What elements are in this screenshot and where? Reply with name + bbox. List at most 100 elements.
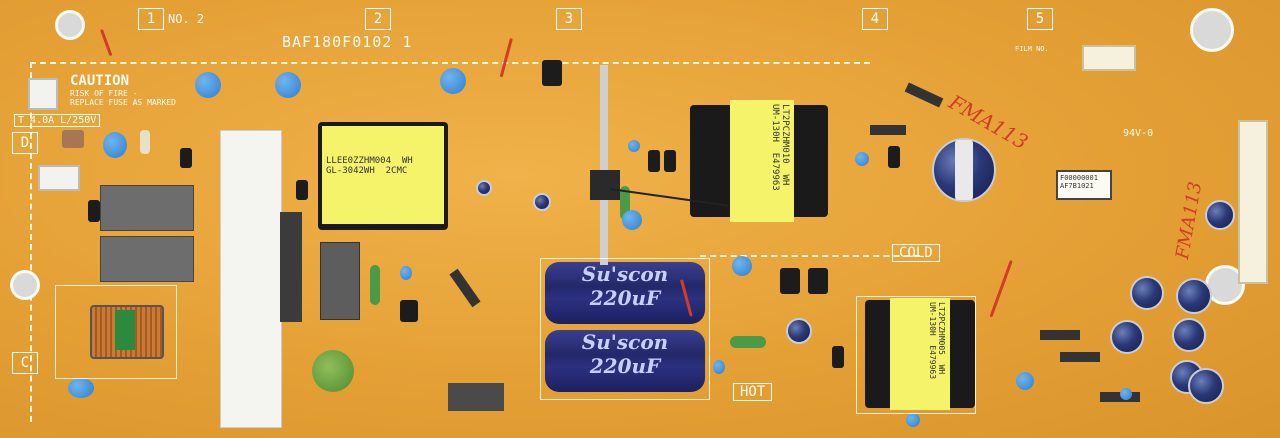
mounting-hole-top-right [1190, 8, 1234, 52]
cold-divider-mid [700, 255, 920, 257]
line-connector [38, 165, 80, 191]
ceramic-cap-8 [1016, 372, 1034, 390]
resistor-green-2 [370, 265, 380, 305]
ceramic-cap-14 [628, 140, 640, 152]
optocoupler-2 [808, 268, 828, 294]
choke-core [115, 310, 135, 350]
part-number: BAF180F0102 1 [282, 33, 413, 51]
small-capacitor-3 [476, 180, 492, 196]
capacitor-c882 [448, 383, 504, 411]
ceramic-cap-3 [440, 68, 466, 94]
smd-part-4 [648, 150, 660, 172]
zone-marker-3: 3 [556, 8, 582, 30]
optocoupler-1 [780, 268, 800, 294]
mounting-hole-top-left [55, 10, 85, 40]
cap1-brand: Su'scon [581, 262, 669, 286]
board-number: NO. 2 [168, 12, 205, 26]
cap2-brand: Su'scon [581, 330, 669, 354]
smd-part-7 [832, 346, 844, 368]
output-capacitor-3 [1110, 320, 1144, 354]
ceramic-cap-12 [1120, 388, 1132, 400]
output-connector-small [1082, 45, 1136, 71]
capacitor-sleeve-stripe [955, 140, 973, 200]
heatsink-primary [220, 130, 282, 428]
x-capacitor-1 [100, 185, 194, 231]
handwriting-marker-2: FMA113 [1172, 180, 1207, 261]
diode-d651 [1060, 352, 1100, 362]
smd-part-1 [180, 148, 192, 168]
x-capacitor-2 [100, 236, 194, 282]
hot-cold-divider-left [30, 62, 32, 422]
ceramic-cap-4 [103, 132, 127, 158]
ceramic-cap-9 [855, 152, 869, 166]
resistor-r1 [140, 130, 150, 154]
small-capacitor-2 [533, 193, 551, 211]
choke-outline [55, 285, 177, 379]
cap2-value: 220uF [589, 354, 661, 378]
zone-marker-5: 5 [1027, 8, 1053, 30]
caution-line-1: RISK OF FIRE - [70, 89, 138, 98]
bulk-capacitor-1: Su'scon 220uF [545, 262, 705, 324]
bulk-cap-outline [540, 258, 710, 400]
standby-transformer-label: LT2PCZHM005 WH UM-130H E479963 [890, 298, 950, 410]
ceramic-cap-1 [195, 72, 221, 98]
ceramic-cap-7 [622, 210, 642, 230]
cold-side-label: COLD [892, 244, 940, 262]
pfc-inductor-label: LLEE0ZZHM004 WH GL-3042WH 2CMC [322, 126, 444, 224]
ceramic-cap-5 [732, 256, 752, 276]
hot-cold-divider-top [30, 62, 870, 64]
smd-part-3 [296, 180, 308, 200]
resistor-green-1 [730, 336, 766, 348]
diode-d751 [904, 82, 944, 108]
resistor-green-3 [620, 186, 630, 220]
ic-pfc [400, 300, 418, 322]
zone-marker-2: 2 [365, 8, 391, 30]
bulk-capacitor-2: Su'scon 220uF [545, 330, 705, 392]
marker-stroke-2 [499, 38, 513, 78]
ic-top [542, 60, 562, 86]
ceramic-cap-11 [713, 360, 725, 374]
cap1-value: 220uF [589, 286, 661, 310]
side-marker-c: C [12, 352, 38, 374]
main-transformer-label: LT2PCZHM010 WH UM-130H E479963 [730, 100, 794, 222]
smd-part-5 [664, 150, 676, 172]
output-capacitor-6 [1188, 368, 1224, 404]
fuse-rating: T 4.0A L/250V [14, 114, 101, 127]
film-capacitor [320, 242, 360, 320]
film-no-label: FILM NO. [1015, 45, 1049, 53]
mounting-hole-left [10, 270, 40, 300]
serial-sticker: F00000001 AF7B1021 [1056, 170, 1112, 200]
smd-part-6 [888, 146, 900, 168]
standby-xfmr-outline [856, 296, 976, 414]
caution-title: CAUTION [70, 73, 130, 89]
fuse [62, 130, 84, 148]
smd-part-2 [88, 200, 100, 222]
small-capacitor-1 [786, 318, 812, 344]
ceramic-cap-10 [400, 266, 412, 280]
ntc-thermistor [312, 350, 354, 392]
mosfet [590, 170, 620, 200]
marker-stroke-1 [100, 28, 113, 57]
diode-d601 [449, 268, 481, 308]
caution-line-2: REPLACE FUSE AS MARKED [70, 98, 176, 107]
output-capacitor-7 [1205, 200, 1235, 230]
mosfet-bracket [600, 65, 608, 265]
flammability-rating: 94V-0 [1123, 128, 1154, 139]
ceramic-cap-6 [68, 378, 94, 398]
ceramic-cap-2 [275, 72, 301, 98]
ceramic-cap-13 [906, 413, 920, 427]
output-capacitor-4 [1172, 318, 1206, 352]
input-connector [28, 78, 58, 110]
zone-marker-4: 4 [862, 8, 888, 30]
diode-d653 [1040, 330, 1080, 340]
diode-d752 [870, 125, 906, 135]
output-capacitor-2 [1176, 278, 1212, 314]
side-marker-d: D [12, 132, 38, 154]
marker-stroke-3 [989, 260, 1013, 318]
output-connector-main [1238, 120, 1268, 284]
bridge-rectifier [280, 212, 302, 322]
zone-marker-1: 1 [138, 8, 164, 30]
output-capacitor-1 [1130, 276, 1164, 310]
hot-side-label: HOT [733, 383, 773, 401]
